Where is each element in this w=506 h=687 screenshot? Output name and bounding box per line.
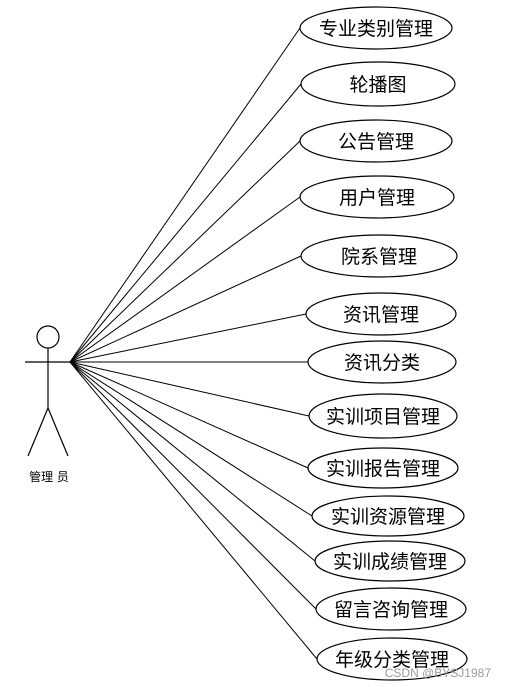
- use-case-ellipse: [307, 447, 459, 489]
- use-case-ellipse: [308, 393, 458, 439]
- use-case-ellipse: [307, 340, 457, 384]
- use-case: 资讯管理: [305, 292, 457, 336]
- use-case-ellipse: [315, 587, 467, 631]
- use-case-ellipse: [314, 540, 466, 582]
- actor-figure: 管理 员: [25, 325, 70, 484]
- use-case: 实训成绩管理: [314, 540, 466, 582]
- use-case-label: 资讯管理: [343, 304, 419, 326]
- use-case-label: 资讯分类: [344, 352, 420, 374]
- watermark: CSDN @BYSJ1987: [385, 666, 492, 680]
- use-case-list: 专业类别管理轮播图公告管理用户管理院系管理资讯管理资讯分类实训项目管理实训报告管…: [299, 6, 468, 681]
- association-line: [69, 361, 316, 562]
- use-case-ellipse: [299, 175, 455, 219]
- use-case: 院系管理: [300, 234, 458, 278]
- use-case: 年级分类管理: [316, 637, 468, 681]
- use-case-ellipse: [299, 119, 453, 163]
- use-case-label: 院系管理: [341, 246, 417, 268]
- association-line: [69, 361, 313, 517]
- association-line: [69, 361, 317, 610]
- association-line: [69, 83, 302, 363]
- actor-head: [36, 325, 60, 349]
- use-case-ellipse: [300, 234, 458, 278]
- association-line: [69, 140, 301, 363]
- use-case-label: 留言咨询管理: [334, 599, 448, 621]
- association-line: [69, 361, 318, 660]
- use-case-ellipse: [299, 6, 453, 50]
- use-case-label: 年级分类管理: [335, 649, 449, 671]
- use-case: 轮播图: [300, 61, 456, 107]
- association-line: [69, 361, 309, 469]
- use-case: 专业类别管理: [299, 6, 453, 50]
- use-case-label: 轮播图: [349, 74, 406, 96]
- use-case-ellipse: [300, 61, 456, 107]
- use-case-ellipse: [305, 292, 457, 336]
- actor-label: 管理 员: [29, 469, 69, 484]
- association-line: [69, 313, 307, 363]
- use-case: 资讯分类: [307, 340, 457, 384]
- use-case-label: 用户管理: [339, 187, 415, 209]
- use-case-label: 实训成绩管理: [333, 551, 447, 573]
- use-case-label: 实训报告管理: [326, 458, 440, 480]
- use-case: 留言咨询管理: [315, 587, 467, 631]
- association-line: [69, 196, 301, 363]
- association-lines: [69, 27, 318, 660]
- actor-right-leg: [47, 407, 69, 457]
- use-case-label: 公告管理: [338, 131, 414, 153]
- association-line: [69, 27, 301, 363]
- use-case: 用户管理: [299, 175, 455, 219]
- use-case: 实训项目管理: [308, 393, 458, 439]
- association-line: [69, 255, 302, 363]
- use-case-ellipse: [316, 637, 468, 681]
- association-line: [69, 361, 310, 417]
- use-case: 公告管理: [299, 119, 453, 163]
- use-case: 实训报告管理: [307, 447, 459, 489]
- actor-left-leg: [27, 407, 49, 457]
- use-case-label: 专业类别管理: [319, 18, 433, 40]
- use-case-label: 实训资源管理: [331, 506, 445, 528]
- use-case: 实训资源管理: [311, 495, 465, 537]
- use-case-ellipse: [311, 495, 465, 537]
- use-case-label: 实训项目管理: [326, 406, 440, 428]
